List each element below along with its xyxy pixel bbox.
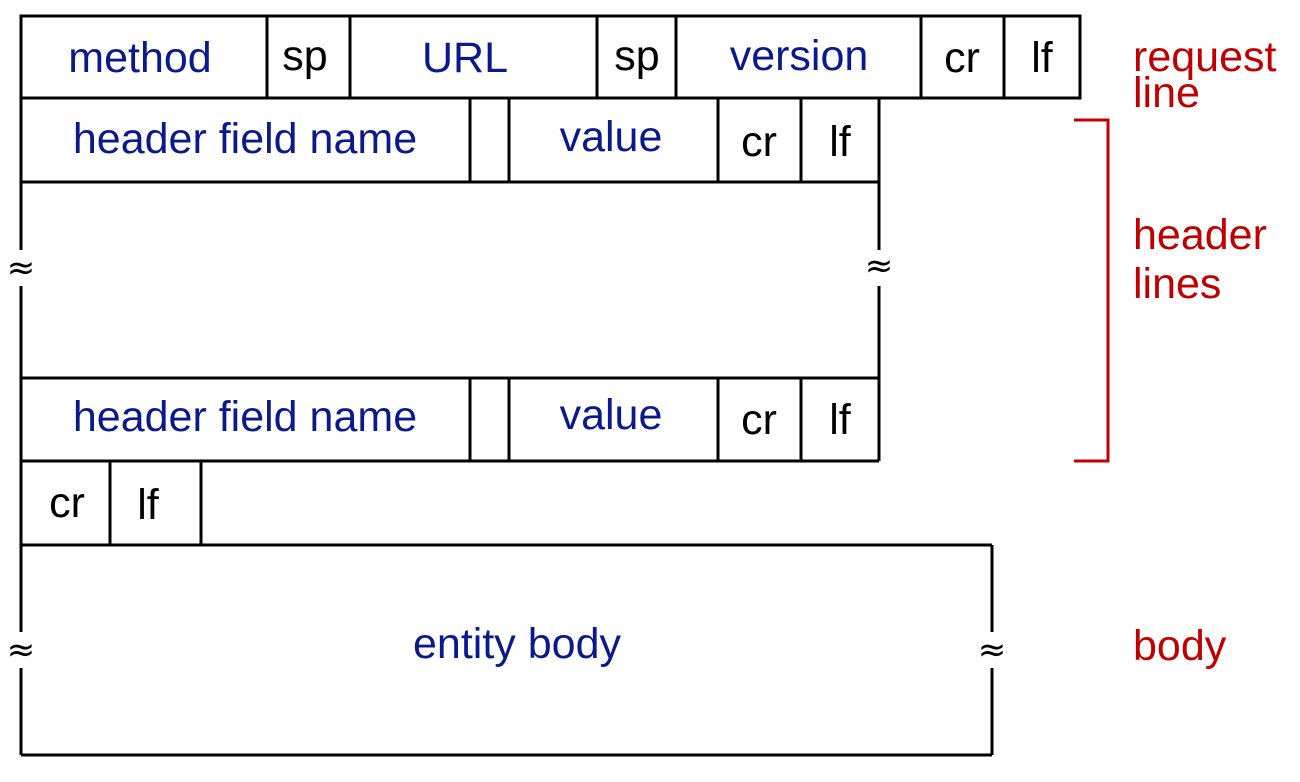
elided-headers-region: ≈ ≈ — [7, 182, 894, 378]
cr-field: cr — [49, 479, 85, 527]
cr-field: cr — [741, 396, 777, 444]
cr-field: cr — [944, 34, 980, 82]
request-line-label-1: request — [1133, 33, 1276, 81]
cr-field: cr — [741, 118, 777, 166]
header-line-2-row: header field name value cr lf — [19, 376, 881, 463]
header-field-name: header field name — [73, 115, 417, 163]
header-value: value — [560, 113, 663, 161]
header-line-1-row: header field name value cr lf — [19, 98, 881, 184]
header-lines-bracket — [1074, 118, 1110, 463]
body-label: body — [1133, 622, 1227, 670]
break-symbol: ≈ — [865, 246, 894, 286]
annotations: request line header lines body — [1074, 33, 1276, 670]
entity-body-label: entity body — [413, 620, 621, 668]
request-line-label-2: line — [1133, 69, 1200, 117]
entity-body-box: ≈ ≈ entity body — [7, 543, 1007, 757]
sp-field: sp — [282, 32, 327, 80]
lf-field: lf — [1031, 34, 1054, 82]
lf-field: lf — [829, 396, 852, 444]
url-field: URL — [422, 34, 508, 82]
version-field: version — [730, 32, 869, 80]
break-symbol: ≈ — [7, 248, 36, 288]
request-line-row: method sp URL sp version cr lf — [19, 14, 1082, 100]
header-field-name: header field name — [73, 393, 417, 441]
break-symbol: ≈ — [978, 630, 1007, 670]
header-lines-label-1: header — [1133, 211, 1267, 259]
header-value: value — [560, 391, 663, 439]
sp-field: sp — [614, 32, 659, 80]
lf-field: lf — [137, 481, 160, 529]
method-field: method — [68, 34, 211, 82]
lf-field: lf — [829, 118, 852, 166]
blank-line-row: cr lf — [19, 461, 203, 545]
request-line-box — [19, 14, 1082, 100]
header-lines-label-2: lines — [1133, 260, 1221, 308]
break-symbol: ≈ — [7, 630, 36, 670]
